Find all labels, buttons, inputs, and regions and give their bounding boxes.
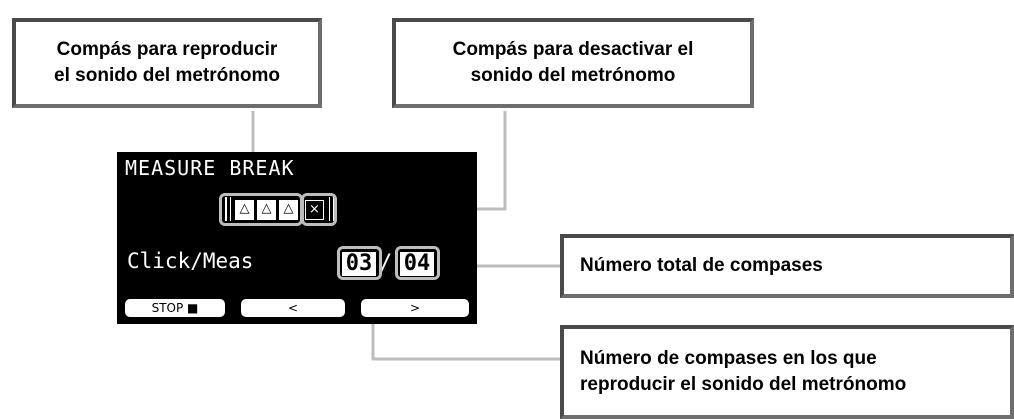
start-barline-thin — [230, 197, 231, 221]
total-measures-value: 04 — [400, 252, 434, 276]
callout-play-measures: Compás para reproducir el sonido del met… — [12, 18, 322, 108]
measure-4-mute-x-icon: × — [305, 200, 324, 220]
screen-title: MEASURE BREAK — [125, 156, 295, 180]
callout-total-measures: Número total de compases — [560, 234, 1014, 298]
value-separator: / — [379, 251, 393, 276]
softkey-bar: STOP ■ < > — [125, 299, 471, 319]
callout-click-measures-line1: Número de compases en los que — [580, 348, 877, 370]
softkey-stop[interactable]: STOP ■ — [125, 299, 225, 317]
measure-2-metronome-icon: △ — [257, 200, 276, 220]
end-barline-thin — [329, 197, 330, 221]
callout-mute-measures-line1: Compás para desactivar el — [452, 39, 694, 61]
start-barline — [225, 197, 227, 221]
callout-click-measures-line2: reproducir el sonido del metrónomo — [580, 374, 907, 395]
highlight-total-value — [395, 246, 440, 280]
softkey-prev[interactable]: < — [241, 299, 345, 317]
highlight-mute-measures — [301, 193, 337, 226]
click-measures-value: 03 — [342, 252, 376, 276]
callout-mute-measures: Compás para desactivar el sonido del met… — [392, 18, 754, 108]
measure-3-metronome-icon: △ — [279, 200, 298, 220]
measure-1-metronome-icon: △ — [235, 200, 254, 220]
callout-total-measures-text: Número total de compases — [580, 255, 823, 277]
callout-mute-measures-line2: sonido del metrónomo — [470, 65, 676, 86]
softkey-next[interactable]: > — [361, 299, 469, 317]
highlight-play-measures — [219, 193, 303, 226]
callout-play-measures-line2: el sonido del metrónomo — [54, 65, 280, 86]
measure-pattern: △ △ △ × — [219, 193, 363, 226]
param-label: Click/Meas — [127, 249, 254, 273]
callout-play-measures-line1: Compás para reproducir — [56, 39, 278, 61]
highlight-click-value — [337, 246, 382, 280]
lcd-display: MEASURE BREAK △ △ △ × Click/Meas 03 / 04… — [117, 152, 477, 324]
callout-click-measures: Número de compases en los que reproducir… — [560, 325, 1014, 419]
